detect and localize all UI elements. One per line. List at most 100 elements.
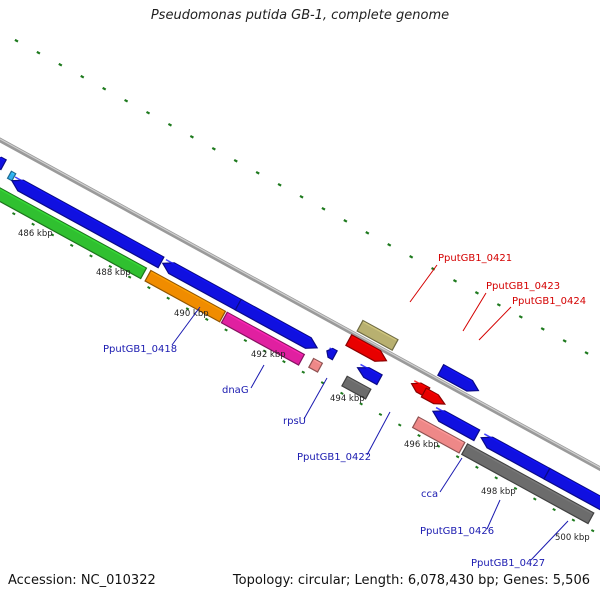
scale-label: 490 kbp	[174, 309, 209, 319]
outer-scale-tick	[233, 158, 238, 163]
gene-label[interactable]: dnaG	[222, 385, 249, 396]
gene-label[interactable]: PputGB1_0426	[420, 526, 494, 537]
scale-label: 488 kbp	[96, 268, 131, 278]
inner-scale-tick	[204, 317, 209, 321]
inner-scale-tick	[475, 465, 479, 469]
map-title: Pseudomonas putida GB-1, complete genome	[150, 8, 450, 23]
outer-scale-tick	[36, 50, 41, 55]
inner-scale-tick	[69, 243, 74, 247]
outer-scale-tick	[496, 303, 501, 307]
gene-label[interactable]: PputGB1_0422	[297, 452, 371, 463]
gene-label-group: PputGB1_0421	[409, 253, 512, 303]
gene-box-magenta	[220, 311, 306, 366]
inner-scale-tick	[494, 476, 499, 480]
scale-label: 498 kbp	[481, 487, 516, 497]
gene-arrow-blue	[10, 176, 165, 269]
outer-scale-tick	[277, 182, 282, 187]
gene-arrow-red	[345, 334, 388, 362]
inner-scale-tick	[571, 518, 576, 522]
outer-scale-tick	[189, 134, 194, 139]
outer-scale-tick	[387, 243, 392, 247]
scale-label: 494 kbp	[330, 394, 365, 404]
inner-scale-tick	[12, 212, 16, 216]
inner-scale-tick	[455, 455, 460, 459]
outer-scale-tick	[584, 351, 589, 355]
gene-label[interactable]: cca	[421, 489, 438, 500]
outer-scale-tick	[145, 110, 151, 115]
gene-arrow-blue	[0, 156, 8, 171]
gene-label-group: PputGB1_0426	[420, 499, 501, 537]
gene-box-gray	[460, 443, 595, 525]
gene-label[interactable]: PputGB1_0424	[512, 296, 586, 307]
gene-leader-line	[366, 411, 391, 456]
gene-leader-line	[171, 306, 201, 346]
inner-scale-tick	[552, 507, 556, 512]
inner-scale-tick	[89, 254, 93, 258]
inner-scale-tick	[282, 360, 286, 364]
outer-scale-tick	[58, 62, 63, 67]
gene-arrow-blue	[437, 363, 480, 392]
accession-text: Accession: NC_010322	[8, 573, 156, 588]
outer-scale-tick	[409, 255, 414, 259]
inner-scale-tick	[417, 433, 421, 438]
inner-scale-tick	[50, 233, 55, 237]
gene-label-group: PputGB1_0424	[478, 296, 586, 341]
outer-scale-tick	[474, 291, 480, 295]
gene-leader-line	[303, 377, 328, 420]
gene-label-group: PputGB1_0418	[103, 306, 201, 355]
outer-scale-tick	[211, 146, 216, 151]
genome-backbone	[0, 137, 600, 472]
gene-box-lightblue	[6, 170, 17, 182]
gene-leader-line	[409, 264, 438, 303]
scale-label: 492 kbp	[251, 350, 286, 360]
gene-arrow-blue	[326, 347, 338, 361]
gene-box-orange	[144, 269, 227, 323]
gene-leader-line	[530, 520, 569, 561]
gene-arrow-blue	[161, 258, 244, 312]
inner-scale-tick	[340, 391, 344, 395]
gene-label[interactable]: rpsU	[283, 416, 306, 427]
gene-label[interactable]: PputGB1_0418	[103, 344, 177, 355]
gene-label[interactable]: PputGB1_0427	[471, 558, 545, 569]
inner-scale-tick	[397, 423, 402, 427]
gene-label[interactable]: PputGB1_0423	[486, 281, 560, 292]
gene-box-pink	[307, 357, 324, 373]
outer-scale-tick	[540, 327, 545, 331]
inner-scale-tick	[127, 275, 132, 279]
genome-backbone-highlight	[0, 138, 600, 469]
genome-summary-text: Topology: circular; Length: 6,078,430 bp…	[232, 573, 590, 588]
inner-scale-tick	[262, 349, 267, 353]
outer-scale-tick	[167, 122, 173, 127]
gene-label-group: rpsU	[283, 377, 328, 427]
gene-box-gray	[341, 375, 372, 400]
outer-scale-tick	[102, 86, 107, 91]
outer-scale-tick	[452, 279, 458, 283]
inner-scale-tick	[166, 296, 170, 300]
gene-leader-line	[478, 306, 512, 341]
outer-scale-tick	[343, 219, 348, 223]
inner-scale-tick	[436, 444, 441, 448]
outer-scale-tick	[14, 38, 19, 43]
inner-scale-tick	[108, 264, 113, 269]
gene-label-group: cca	[421, 457, 463, 500]
gene-label[interactable]: PputGB1_0421	[438, 253, 512, 264]
outer-scale-tick	[299, 194, 304, 199]
gene-leader-line	[439, 457, 463, 493]
scale-label: 486 kbp	[18, 229, 53, 239]
gene-arrow-red	[420, 387, 446, 405]
outer-scale-tick	[562, 339, 567, 343]
gene-arrow-blue	[356, 363, 383, 386]
inner-scale-tick	[590, 529, 595, 533]
gene-box-pink	[411, 416, 466, 454]
inner-scale-tick	[185, 307, 190, 311]
inner-scale-tick	[359, 402, 363, 406]
gene-leader-line	[486, 499, 501, 530]
outer-scale-tick	[321, 207, 326, 211]
inner-scale-tick	[378, 412, 383, 417]
gene-label-group: PputGB1_0423	[462, 281, 560, 332]
gene-leader-line	[462, 292, 487, 332]
inner-scale-tick	[533, 497, 537, 501]
gene-arrow-blue	[543, 467, 600, 511]
inner-scale-tick	[320, 381, 325, 385]
